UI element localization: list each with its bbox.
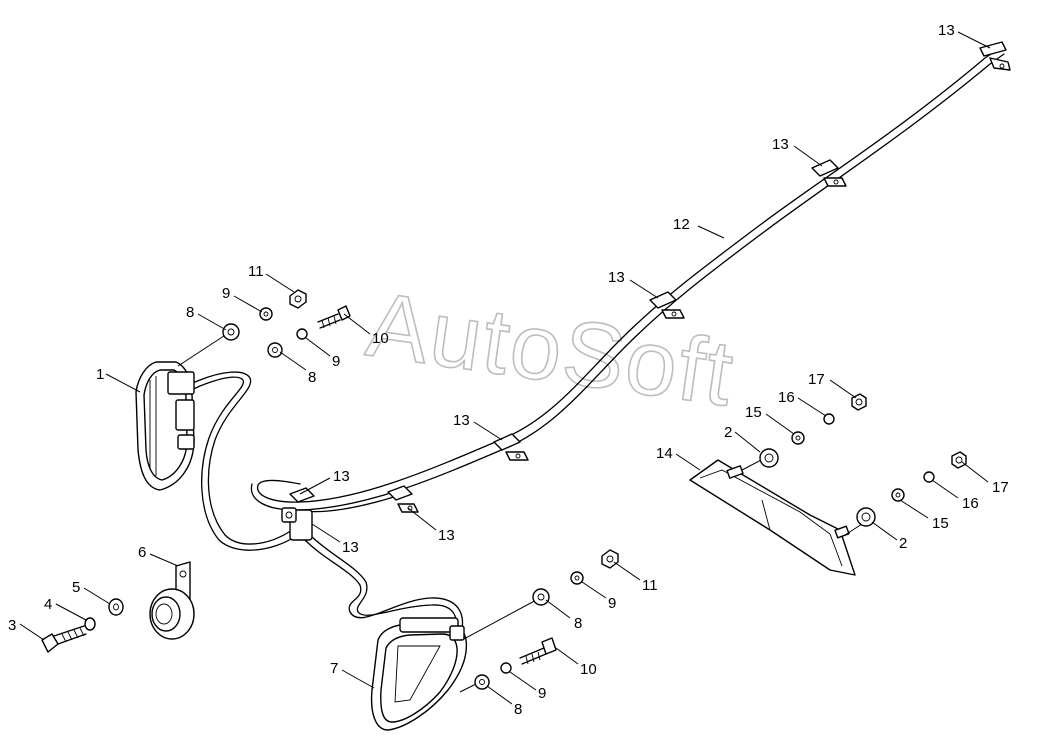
callout-8: 8: [514, 701, 522, 718]
callout-1: 1: [96, 366, 104, 383]
callout-2: 2: [899, 535, 907, 552]
callout-13: 13: [342, 539, 359, 556]
horn-bolt: [41, 625, 87, 653]
callout-15: 15: [932, 515, 949, 532]
flat-washer: [108, 598, 124, 616]
callout-9: 9: [332, 353, 340, 370]
callout-11: 11: [248, 263, 264, 280]
callout-4: 4: [44, 596, 52, 613]
callout-11: 11: [642, 577, 658, 594]
callout-17: 17: [992, 479, 1009, 496]
callout-10: 10: [580, 661, 597, 678]
horn-assembly: [149, 561, 195, 640]
callout-13: 13: [772, 136, 789, 153]
clip: [649, 291, 685, 319]
callout-2: 2: [724, 424, 732, 441]
callout-8: 8: [308, 369, 316, 386]
callout-13: 13: [438, 527, 455, 544]
callout-8: 8: [186, 304, 194, 321]
callout-10: 10: [372, 330, 389, 347]
harness-clips: [289, 41, 1011, 513]
callout-6: 6: [138, 544, 146, 561]
left-fasteners: [177, 289, 351, 367]
callout-17: 17: [808, 371, 825, 388]
callout-12: 12: [673, 216, 690, 233]
callout-16: 16: [778, 389, 795, 406]
callout-14: 14: [656, 445, 673, 462]
callout-16: 16: [962, 495, 979, 512]
clip: [493, 433, 529, 461]
side-marker-lamp: [689, 459, 856, 576]
callout-9: 9: [608, 595, 616, 612]
callout-5: 5: [72, 579, 80, 596]
clip: [811, 159, 847, 187]
right-headlamp: [370, 617, 468, 731]
callout-leaders: [19, 31, 991, 705]
marker-fasteners-lower: [844, 451, 967, 536]
callout-8: 8: [574, 615, 582, 632]
left-headlamp: [135, 361, 195, 491]
callout-7: 7: [330, 660, 338, 677]
callout-15: 15: [745, 404, 762, 421]
clip: [979, 41, 1011, 71]
callout-9: 9: [222, 285, 230, 302]
callout-13: 13: [608, 269, 625, 286]
callout-13: 13: [453, 412, 470, 429]
lock-washer: [84, 617, 96, 631]
clip: [387, 485, 419, 513]
callout-9: 9: [538, 685, 546, 702]
watermark-text: AutoSoft: [361, 273, 741, 425]
callout-3: 3: [8, 617, 16, 634]
right-fasteners: [459, 549, 619, 693]
callout-13: 13: [333, 468, 350, 485]
callout-13: 13: [938, 22, 955, 39]
callout-labels: 1 2 2 3 4 5 6 7 8 8 8 8 9 9 9 9 10 10 11…: [8, 22, 1009, 718]
clip: [289, 487, 315, 503]
